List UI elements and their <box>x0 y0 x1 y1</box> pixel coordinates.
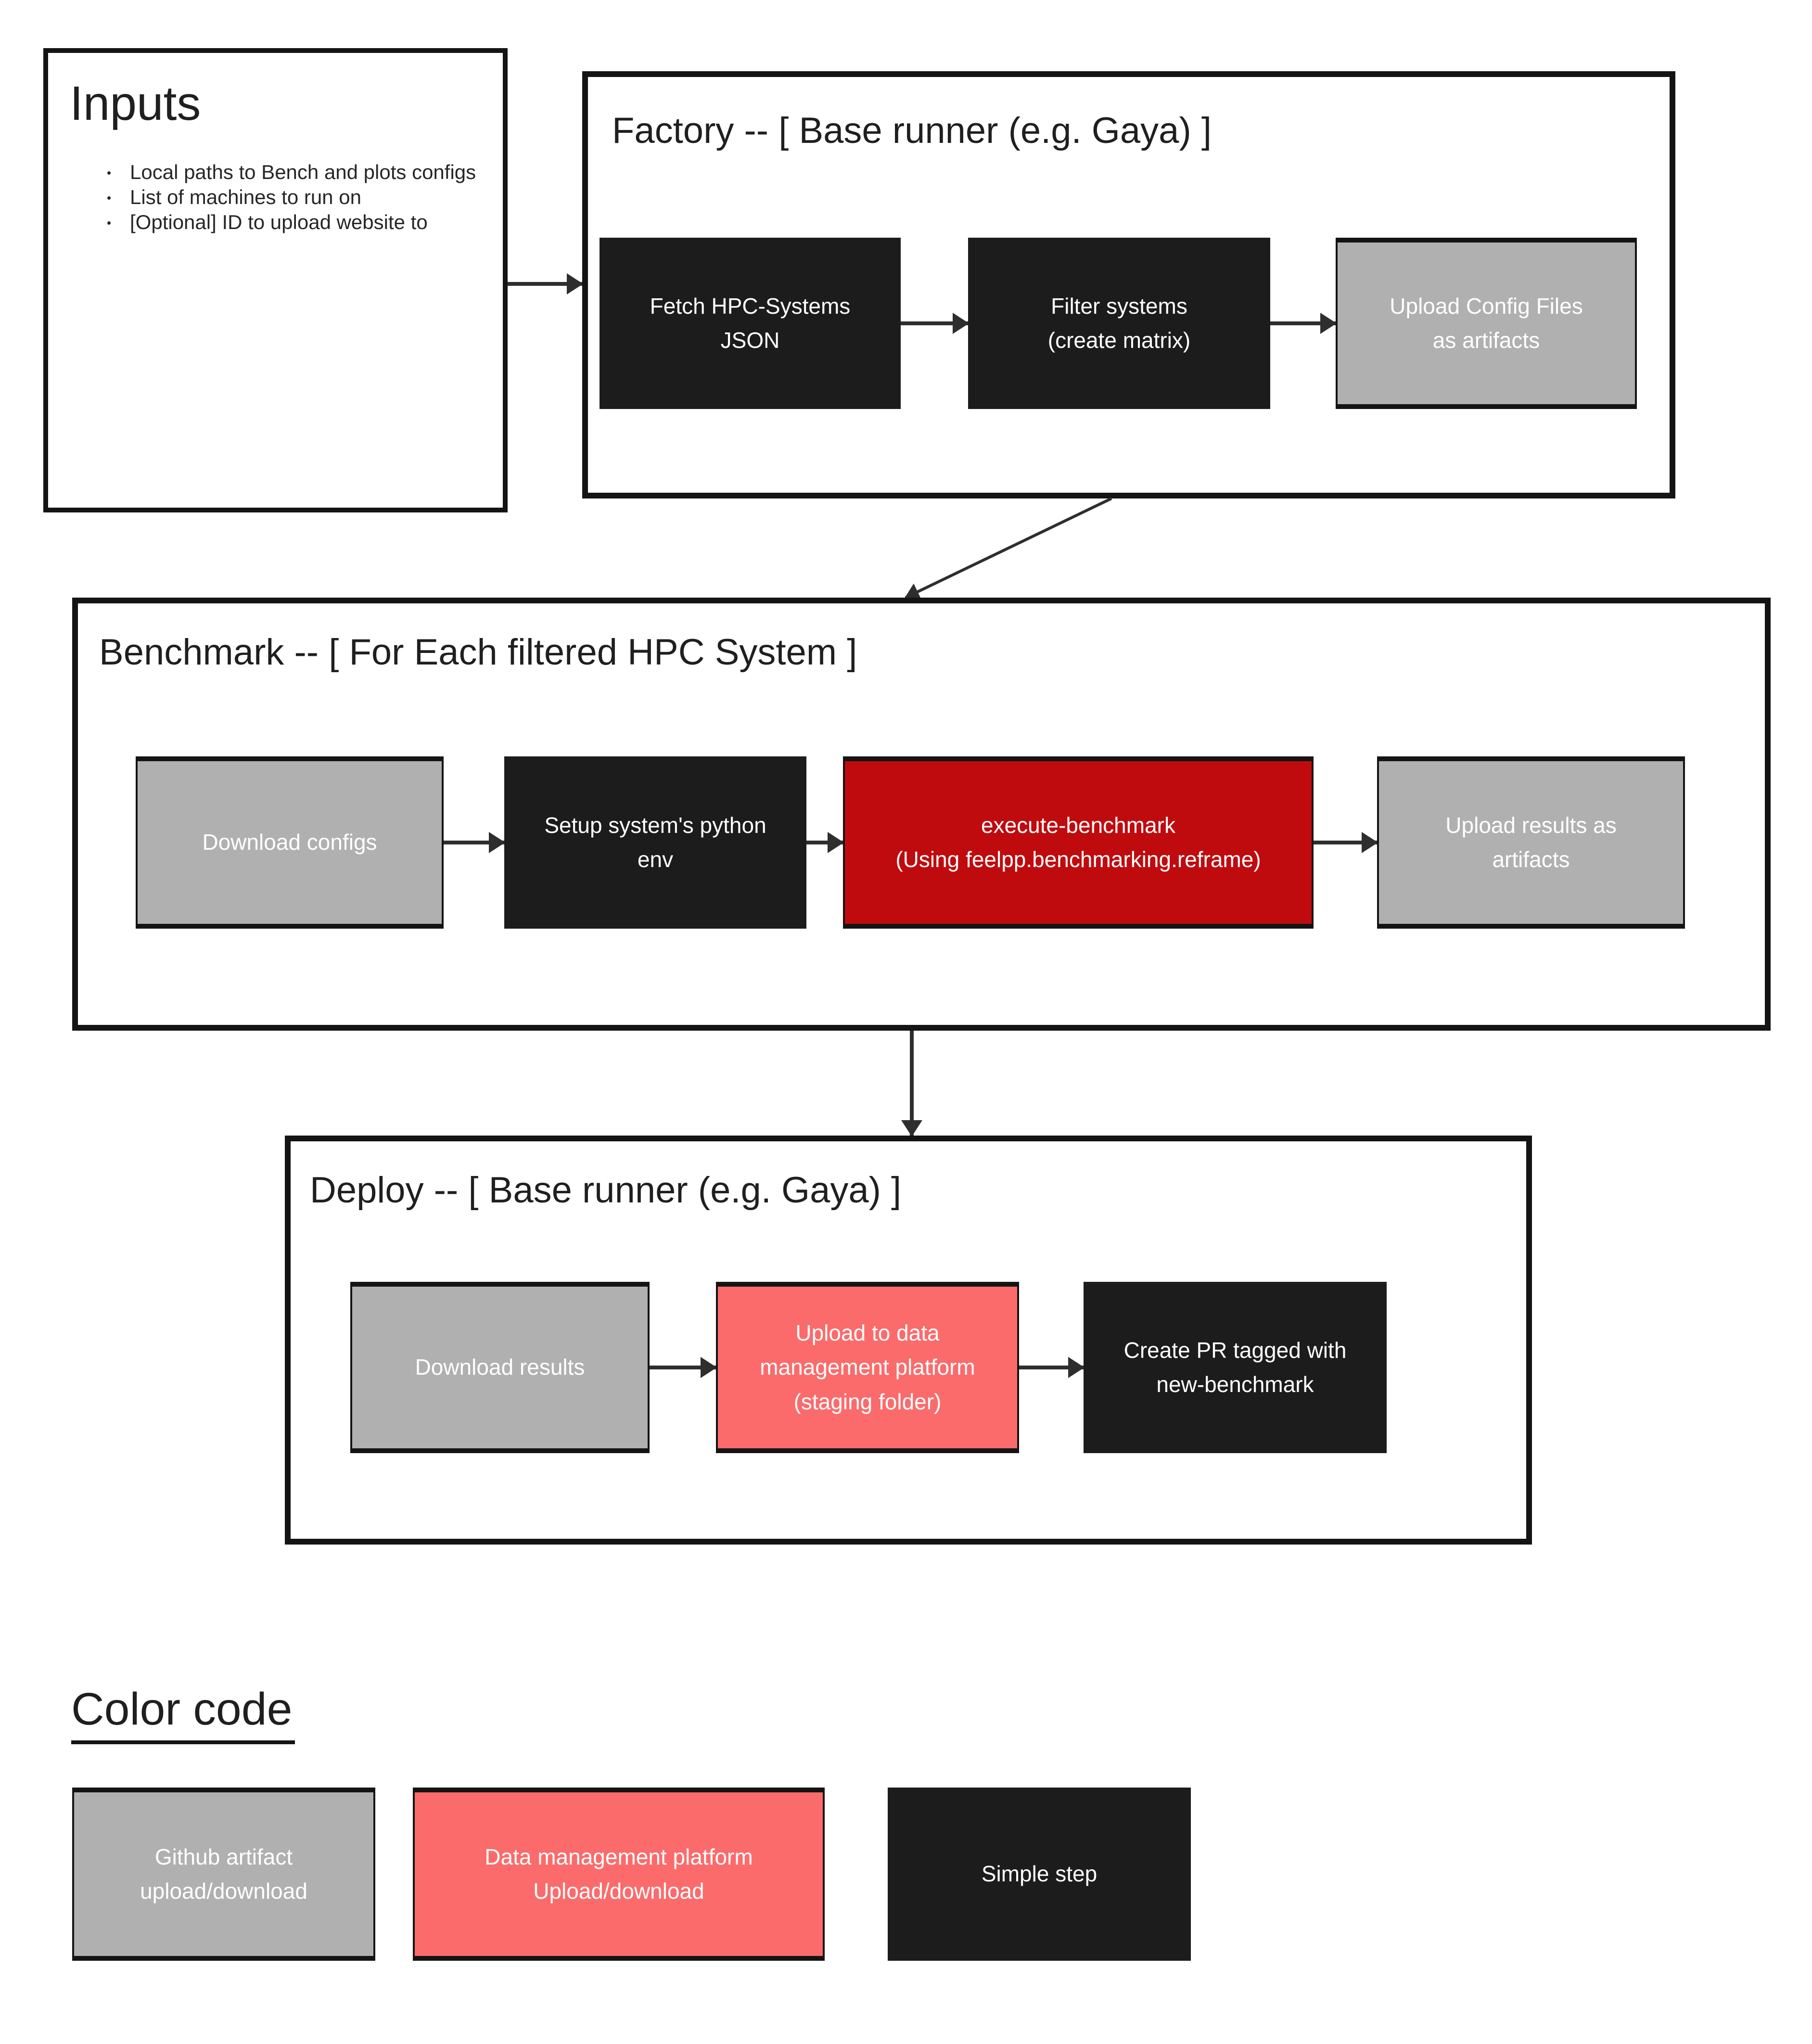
arrow-factory-to-benchmark <box>905 497 1112 599</box>
benchmark-group-box: Benchmark -- [ For Each filtered HPC Sys… <box>72 598 1771 1031</box>
step-download-results: Download results <box>350 1282 650 1453</box>
inputs-bullet-item: Local paths to Bench and plots configs <box>105 160 490 185</box>
arrow-execute-to-upload-results <box>1314 841 1377 844</box>
legend-simple-step: Simple step <box>888 1788 1191 1961</box>
factory-group-box: Factory -- [ Base runner (e.g. Gaya) ] F… <box>582 71 1675 498</box>
arrow-filter-to-upload-configs <box>1270 321 1336 325</box>
step-execute-benchmark: execute-benchmark (Using feelpp.benchmar… <box>843 756 1314 929</box>
step-upload-config-files: Upload Config Files as artifacts <box>1336 238 1637 409</box>
arrow-upload-dmp-to-create-pr <box>1019 1366 1084 1369</box>
factory-title: Factory -- [ Base runner (e.g. Gaya) ] <box>612 110 1212 151</box>
arrow-setup-to-execute <box>806 841 843 844</box>
step-fetch-hpc-systems-json: Fetch HPC-Systems JSON <box>600 238 901 409</box>
legend-github-artifact: Github artifact upload/download <box>72 1788 375 1961</box>
step-setup-python-env: Setup system's python env <box>504 756 806 929</box>
benchmark-title: Benchmark -- [ For Each filtered HPC Sys… <box>99 632 857 673</box>
arrow-benchmark-to-deploy <box>910 1031 914 1136</box>
inputs-group-box: Inputs Local paths to Bench and plots co… <box>43 48 508 512</box>
arrow-inputs-to-factory <box>508 282 582 286</box>
step-upload-results: Upload results as artifacts <box>1377 756 1685 929</box>
deploy-title: Deploy -- [ Base runner (e.g. Gaya) ] <box>310 1170 902 1211</box>
step-create-pr: Create PR tagged with new-benchmark <box>1084 1282 1387 1453</box>
step-download-configs: Download configs <box>136 756 444 929</box>
arrow-download-results-to-upload-dmp <box>650 1366 716 1369</box>
deploy-group-box: Deploy -- [ Base runner (e.g. Gaya) ] Do… <box>285 1136 1532 1545</box>
inputs-bullet-item: [Optional] ID to upload website to <box>105 210 490 235</box>
inputs-title: Inputs <box>70 77 201 130</box>
inputs-bullet-list: Local paths to Bench and plots configs L… <box>105 160 490 235</box>
arrow-fetch-to-filter <box>901 321 968 325</box>
step-filter-systems: Filter systems (create matrix) <box>968 238 1270 409</box>
step-upload-to-data-management-platform: Upload to data management platform (stag… <box>716 1282 1019 1453</box>
color-code-heading: Color code <box>71 1684 295 1744</box>
legend-data-management-platform: Data management platform Upload/download <box>413 1788 825 1961</box>
inputs-bullet-item: List of machines to run on <box>105 185 490 210</box>
arrow-download-configs-to-setup <box>444 841 504 844</box>
